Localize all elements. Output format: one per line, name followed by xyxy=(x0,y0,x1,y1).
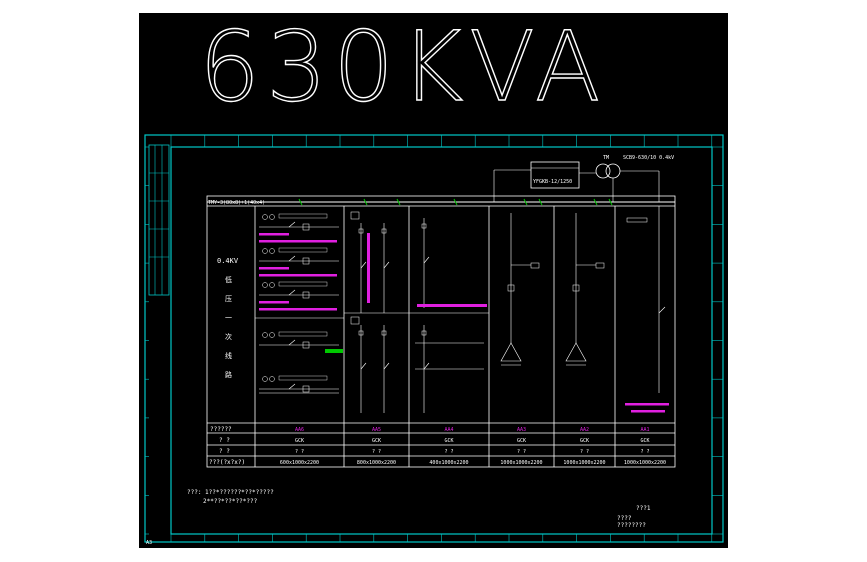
title-block-line-2: ???????? xyxy=(617,522,646,529)
busbar-label: TMY-3(80x8)+1(40x4) xyxy=(208,200,265,206)
panel-type-cell: GCK xyxy=(640,438,649,444)
transformer-symbol-label: TM xyxy=(603,155,609,161)
panel-type-cell: GCK xyxy=(372,438,381,444)
row-label-panel-size: ???(?x?x?) xyxy=(209,459,245,466)
panel-size-cell: 600x1000x2200 xyxy=(280,460,319,466)
title-block-line-1: ???? xyxy=(617,515,632,522)
title-block-code: ???1 xyxy=(636,505,651,512)
panel-name-cell: ? ? xyxy=(580,449,589,455)
panel-number-cell: AA2 xyxy=(580,427,589,433)
side-caption-char: 次 xyxy=(225,332,232,341)
revision-strip xyxy=(148,144,170,296)
note-line-1: ???: 1??*??????*??*????? xyxy=(187,489,274,496)
panel-type-cell: GCK xyxy=(295,438,304,444)
panel-name-cell: ? ? xyxy=(295,449,304,455)
panel-type-cell: GCK xyxy=(580,438,589,444)
main-table xyxy=(206,195,676,468)
panel-type-cell: GCK xyxy=(444,438,453,444)
side-caption-char: 低 xyxy=(225,275,232,284)
side-caption-char: 路 xyxy=(225,370,232,379)
panel-size-cell: 1000x1000x2200 xyxy=(500,460,542,466)
panel-number-cell: AA3 xyxy=(517,427,526,433)
panel-name-cell: ? ? xyxy=(444,449,453,455)
busbar-ticks xyxy=(298,198,613,206)
panel-number-cell: AA6 xyxy=(295,427,304,433)
side-caption-char: 一 xyxy=(225,314,232,322)
row-label-panel-number: ?????? xyxy=(210,426,232,433)
row-label-panel-type: ? ? xyxy=(219,437,230,444)
panel-number-cell: AA1 xyxy=(640,427,649,433)
panel-number-cell: AA4 xyxy=(444,427,453,433)
drawing-canvas: 630KVA xyxy=(139,13,728,548)
transformer-box-label: YFGKB-12/1250 xyxy=(533,179,572,185)
panel-name-cell: ? ? xyxy=(517,449,526,455)
schematic-diagram: TMY-3(80x8)+1(40x4) YFGKB-12/1250 TM SCB… xyxy=(144,134,724,546)
sheet-size-label: A3 xyxy=(146,540,152,546)
side-caption-char: 0.4KV xyxy=(217,257,239,265)
panel-name-cell: ? ? xyxy=(372,449,381,455)
side-caption-char: 线 xyxy=(225,351,232,360)
side-caption-char: 压 xyxy=(225,295,232,303)
frame-ticks xyxy=(145,135,723,542)
panel-size-cell: 800x1000x2200 xyxy=(357,460,396,466)
transformer-symbol xyxy=(493,161,660,202)
row-label-panel-name: ? ? xyxy=(219,448,230,455)
note-line-2: 2**??*??*??*??? xyxy=(203,498,258,505)
panel-name-cell: ? ? xyxy=(640,449,649,455)
panel-number-cell: AA5 xyxy=(372,427,381,433)
panel-type-cell: GCK xyxy=(517,438,526,444)
drawing-title: 630KVA xyxy=(198,11,607,123)
panel-size-cell: 1000x1000x2200 xyxy=(624,460,666,466)
panel-size-cell: 1000x1000x2200 xyxy=(563,460,605,466)
outer-frame xyxy=(144,134,724,543)
panel-size-cell: 400x1000x2200 xyxy=(429,460,468,466)
transformer-rating: SCB9-630/10 0.4kV xyxy=(623,155,674,161)
panel-schematics xyxy=(259,206,669,413)
